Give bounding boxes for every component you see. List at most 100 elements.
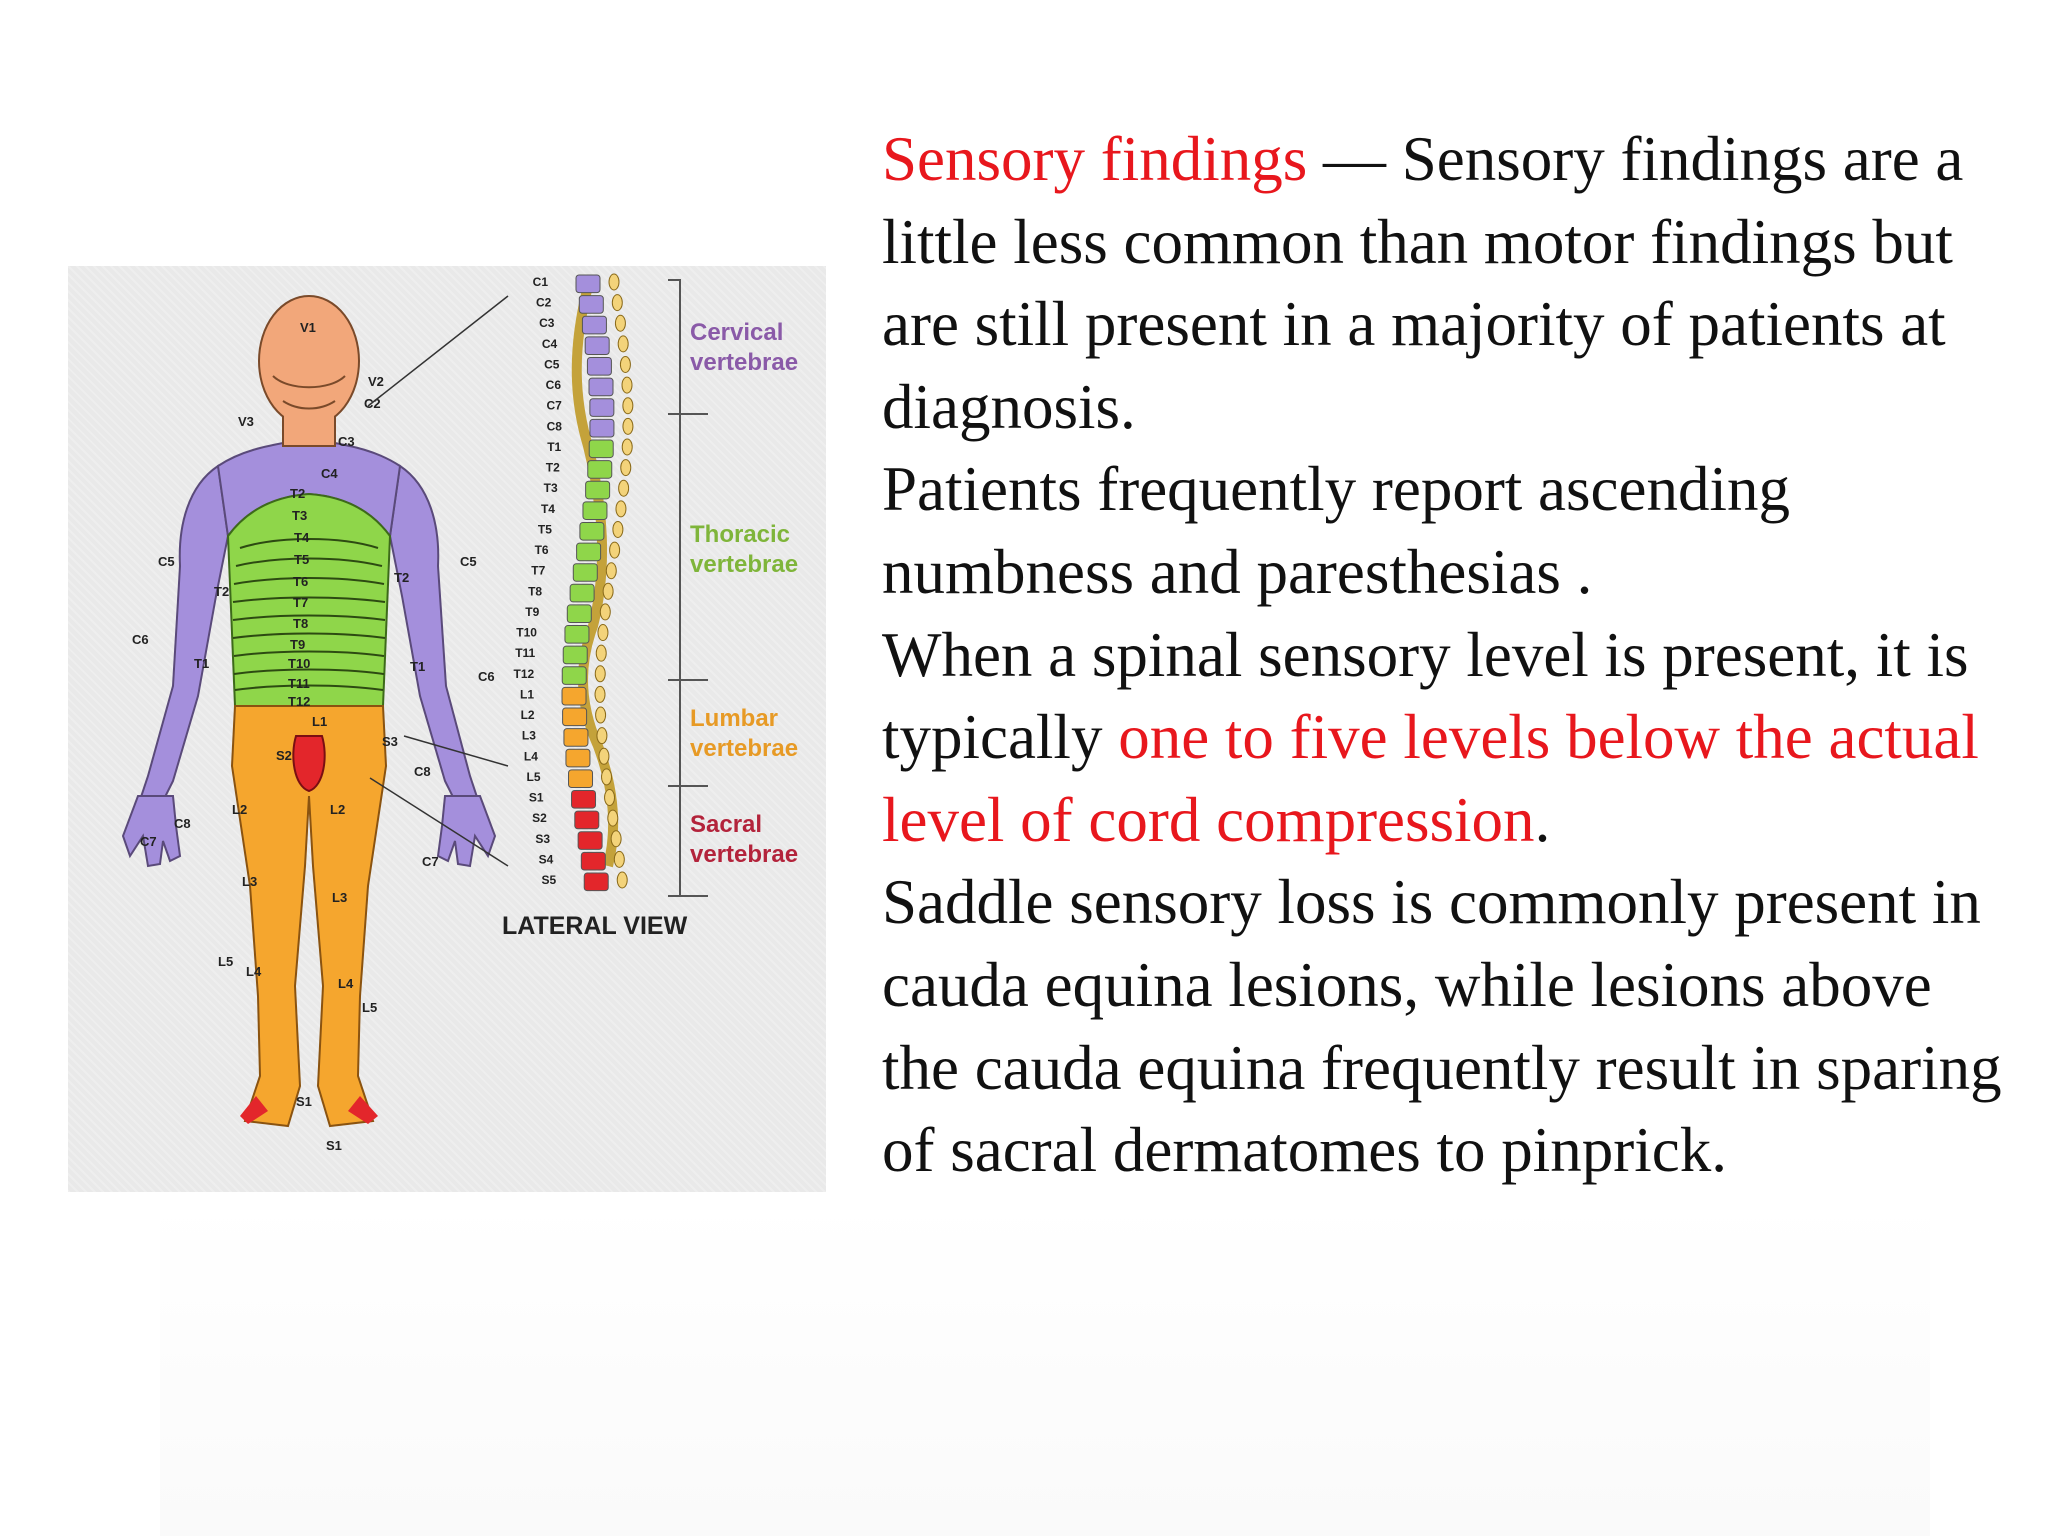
vertebra-c6 bbox=[588, 377, 614, 397]
spinous-process-t5 bbox=[612, 520, 624, 538]
right-arm bbox=[388, 464, 482, 813]
label-s1-right: S1 bbox=[326, 1138, 342, 1153]
dermatome-figure: V1 V2 V3 C2 C3 C4 T2 T3 T4 T5 T6 T7 T8 T… bbox=[68, 266, 826, 1192]
spinous-process-c8 bbox=[622, 417, 634, 435]
spine-label-s2: S2 bbox=[532, 811, 547, 825]
label-s3: S3 bbox=[382, 734, 398, 749]
vertebra-s5 bbox=[583, 872, 609, 892]
spine-label-c7: C7 bbox=[547, 399, 563, 413]
spinous-process-c4 bbox=[617, 335, 629, 353]
label-v3: V3 bbox=[238, 414, 254, 429]
label-t1-left: T1 bbox=[194, 656, 209, 671]
label-c7-left: C7 bbox=[140, 834, 157, 849]
label-c8-right: C8 bbox=[414, 764, 431, 779]
spine-label-c1: C1 bbox=[533, 275, 549, 289]
vertebra-l4 bbox=[565, 748, 591, 768]
paragraph-sensory-findings: Sensory findings — Sensory findings are … bbox=[882, 118, 2002, 448]
vertebra-c5 bbox=[586, 356, 612, 376]
label-cervical-2: vertebrae bbox=[690, 349, 798, 376]
spine-label-l2: L2 bbox=[521, 708, 535, 722]
spinous-process-s4 bbox=[613, 850, 625, 868]
label-v1: V1 bbox=[300, 320, 316, 335]
spinous-process-c3 bbox=[614, 314, 626, 332]
slide-background-shade bbox=[160, 1200, 1930, 1536]
label-t12: T12 bbox=[288, 694, 310, 709]
spinous-process-t12 bbox=[594, 665, 606, 683]
spine-label-t5: T5 bbox=[538, 522, 552, 536]
label-t5: T5 bbox=[294, 552, 309, 567]
label-l5-right: L5 bbox=[362, 1000, 377, 1015]
label-t2-left: T2 bbox=[214, 584, 229, 599]
spinous-process-t3 bbox=[618, 479, 630, 497]
spinous-process-t8 bbox=[602, 582, 614, 600]
spine-label-s5: S5 bbox=[542, 873, 557, 887]
spinous-process-c1 bbox=[608, 273, 620, 291]
label-t6: T6 bbox=[293, 574, 308, 589]
spinous-process-t7 bbox=[605, 562, 617, 580]
spine-label-l3: L3 bbox=[522, 729, 536, 743]
right-heel-s1 bbox=[348, 1096, 378, 1124]
spine-label-t10: T10 bbox=[516, 626, 537, 640]
spine-label-s3: S3 bbox=[535, 832, 550, 846]
vertebra-l3 bbox=[563, 728, 589, 747]
vertebra-c4 bbox=[584, 336, 610, 355]
spine-label-c2: C2 bbox=[536, 296, 552, 310]
label-t3: T3 bbox=[292, 508, 307, 523]
vertebra-s3 bbox=[577, 831, 603, 850]
label-t9: T9 bbox=[290, 637, 305, 652]
sensory-findings-text: — Sensory findings are a little less com… bbox=[882, 124, 1964, 442]
label-s2: S2 bbox=[276, 748, 292, 763]
spinous-process-t6 bbox=[609, 541, 621, 559]
label-t2-right: T2 bbox=[394, 570, 409, 585]
label-thoracic-2: vertebrae bbox=[690, 551, 798, 578]
spine-label-c8: C8 bbox=[547, 419, 563, 433]
spinous-process-l3 bbox=[596, 727, 608, 745]
spine-label-t3: T3 bbox=[544, 481, 558, 495]
label-c7-right: C7 bbox=[422, 854, 439, 869]
label-lumbar-1: Lumbar bbox=[690, 705, 778, 732]
label-c3: C3 bbox=[338, 434, 355, 449]
sensory-level-text-end: . bbox=[1534, 784, 1551, 855]
label-c4: C4 bbox=[321, 466, 338, 481]
label-l5-left: L5 bbox=[218, 954, 233, 969]
highlight-levels-below: one to five levels below the actual leve… bbox=[882, 702, 1979, 855]
spinous-process-c5 bbox=[619, 355, 631, 373]
vertebra-t5 bbox=[579, 521, 605, 541]
vertebra-t2 bbox=[587, 460, 613, 479]
spine-label-l1: L1 bbox=[520, 687, 534, 701]
spinous-process-t2 bbox=[620, 459, 632, 477]
label-c6-left: C6 bbox=[132, 632, 149, 647]
neck bbox=[282, 416, 336, 447]
label-t1-right: T1 bbox=[410, 659, 425, 674]
label-l1: L1 bbox=[312, 714, 327, 729]
vertebra-s4 bbox=[580, 851, 606, 871]
body-labels: V1 V2 V3 C2 C3 C4 T2 T3 T4 T5 T6 T7 T8 T… bbox=[132, 320, 495, 1153]
label-lumbar-2: vertebrae bbox=[690, 735, 798, 762]
spine-label-t2: T2 bbox=[546, 461, 560, 475]
label-t8: T8 bbox=[293, 616, 308, 631]
label-t4: T4 bbox=[294, 530, 310, 545]
spine-label-c4: C4 bbox=[542, 337, 558, 351]
vertebra-t10 bbox=[564, 625, 590, 644]
spine-label-t12: T12 bbox=[514, 667, 535, 681]
vertebra-l2 bbox=[562, 707, 588, 727]
spinous-process-l2 bbox=[595, 706, 607, 724]
sensory-level-text-start: When a spinal sensory level is present, … bbox=[882, 619, 1969, 773]
vertebra-t6 bbox=[576, 542, 602, 562]
label-l2-left: L2 bbox=[232, 802, 247, 817]
label-sacral-1: Sacral bbox=[690, 811, 762, 838]
region-brackets bbox=[367, 279, 708, 897]
spine-level-labels: C1C2C3C4C5C6C7C8T1T2T3T4T5T6T7T8T9T10T11… bbox=[514, 275, 563, 887]
spine-label-c5: C5 bbox=[544, 357, 560, 371]
label-l4-left: L4 bbox=[246, 964, 262, 979]
vertebra-t3 bbox=[585, 480, 611, 500]
spinous-process-s3 bbox=[610, 830, 622, 848]
spinous-process-s2 bbox=[607, 809, 619, 827]
spinous-process-t11 bbox=[595, 644, 607, 662]
vertebra-c3 bbox=[581, 315, 607, 335]
spine-label-s1: S1 bbox=[529, 791, 544, 805]
spinous-process-c2 bbox=[611, 294, 623, 312]
legs bbox=[230, 705, 388, 1128]
spine-label-t8: T8 bbox=[528, 584, 542, 598]
vertebra-c8 bbox=[589, 418, 615, 438]
